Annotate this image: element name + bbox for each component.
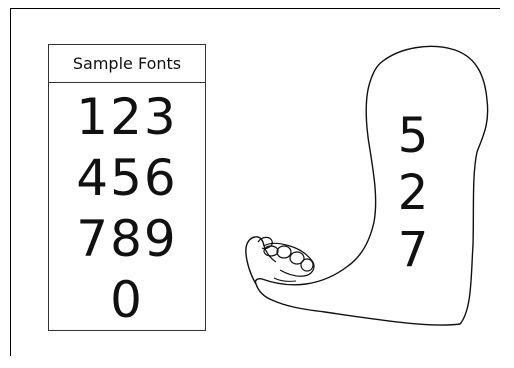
arm-digit-2: 2	[393, 167, 433, 219]
arm-outline	[255, 46, 487, 325]
arm-digit-1: 5	[393, 110, 433, 162]
forearm-underside	[246, 237, 264, 284]
elbow-crease	[274, 278, 296, 281]
thumb	[258, 237, 272, 248]
fist	[264, 243, 314, 276]
arm-digit-3: 7	[393, 224, 433, 276]
